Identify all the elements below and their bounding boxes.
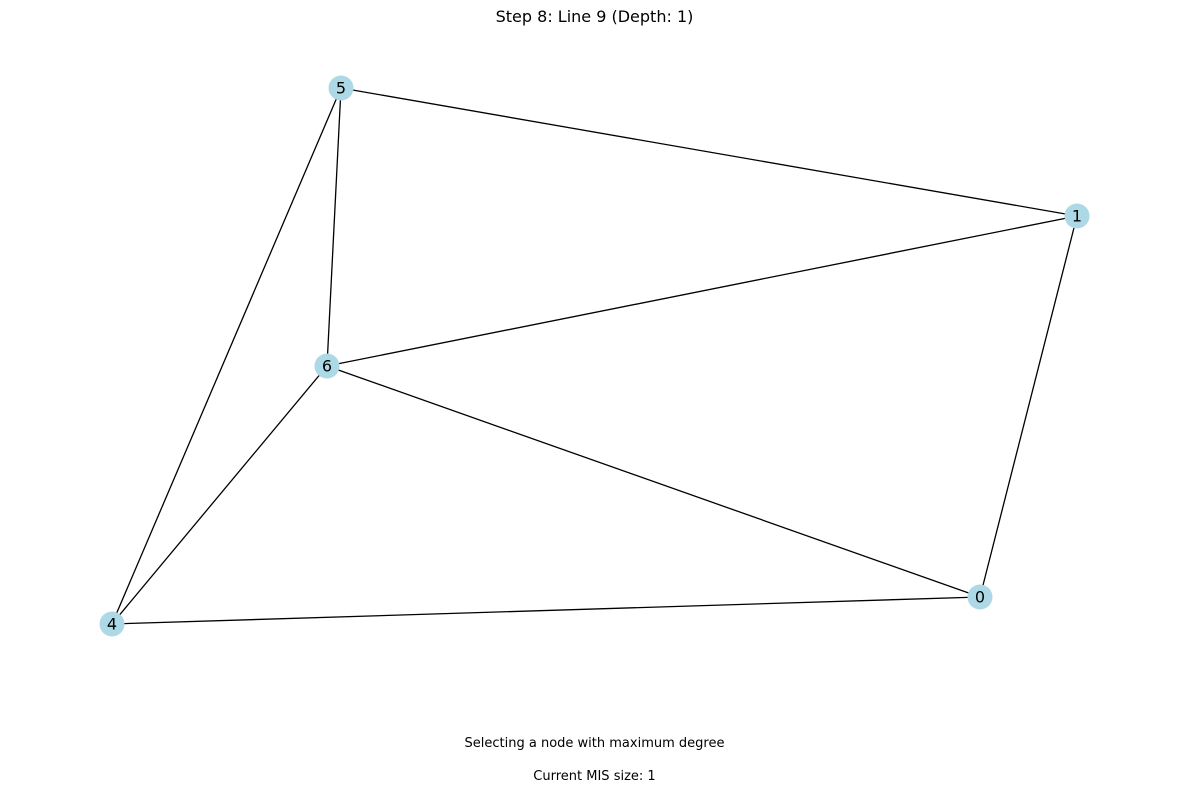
- edge-6-0: [326, 365, 981, 598]
- edge-1-6: [326, 215, 1078, 367]
- mis-size-text: Current MIS size: 1: [533, 769, 656, 784]
- figure-title: Step 8: Line 9 (Depth: 1): [495, 7, 694, 26]
- graph-node-0: 0: [967, 584, 993, 610]
- node-circle-0: [967, 584, 993, 610]
- edge-6-4: [111, 365, 328, 625]
- node-label-0: 0: [975, 588, 985, 607]
- graph-node-6: 6: [314, 353, 340, 379]
- node-circle-6: [314, 353, 340, 379]
- edge-5-6: [326, 87, 342, 367]
- edge-5-1: [340, 87, 1078, 217]
- node-label-5: 5: [336, 79, 346, 98]
- node-circle-4: [99, 611, 125, 637]
- edge-layer: [111, 87, 1078, 625]
- graph-node-1: 1: [1064, 203, 1090, 229]
- status-text: Selecting a node with maximum degree: [464, 736, 725, 751]
- node-label-6: 6: [322, 357, 332, 376]
- node-label-4: 4: [107, 615, 117, 634]
- edge-5-4: [111, 87, 342, 625]
- node-layer: 5 1 6 0 4: [99, 75, 1090, 637]
- node-circle-1: [1064, 203, 1090, 229]
- edge-1-0: [979, 215, 1078, 598]
- node-label-1: 1: [1072, 207, 1082, 226]
- node-circle-5: [328, 75, 354, 101]
- edge-4-0: [111, 596, 981, 625]
- graph-node-4: 4: [99, 611, 125, 637]
- graph-node-5: 5: [328, 75, 354, 101]
